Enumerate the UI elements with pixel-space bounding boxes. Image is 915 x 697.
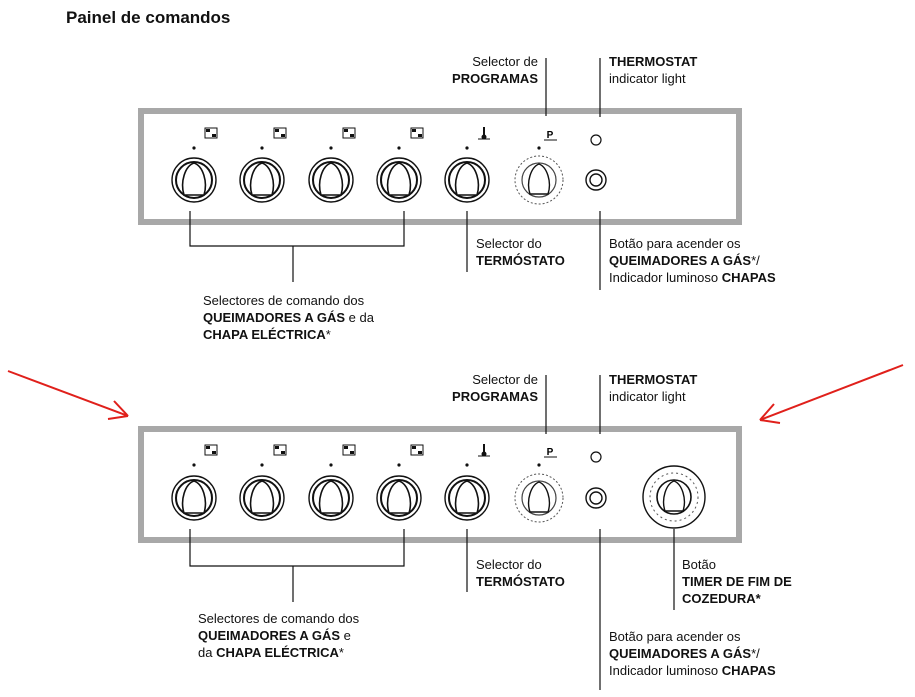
thermostat-indicator-label: THERMOSTAT indicator light (609, 54, 698, 86)
red-pointer-arrow-right (759, 364, 904, 424)
burner-selector-knob[interactable] (171, 157, 217, 203)
thermometer-icon (478, 127, 490, 140)
thermostat-indicator-light (590, 134, 602, 146)
thermostat-selector-knob[interactable] (444, 157, 490, 203)
leader-lines (189, 58, 601, 290)
burner-zone-icon (342, 444, 356, 456)
burner-zone-icon (204, 444, 218, 456)
ignition-button-label: Botão para acender os QUEIMADORES A GÁS*… (609, 236, 776, 285)
burner-selectors-label: Selectores de comando dos QUEIMADORES A … (198, 611, 360, 660)
thermostat-indicator-label: THERMOSTAT indicator light (609, 372, 698, 404)
thermostat-indicator-light (590, 451, 602, 463)
burner-selector-knob[interactable] (171, 475, 217, 521)
ignition-button[interactable] (585, 169, 607, 191)
program-icon: P (547, 447, 554, 458)
program-selector-knob[interactable] (514, 473, 564, 523)
ignition-button-label: Botão para acender os QUEIMADORES A GÁS*… (609, 629, 776, 678)
thermostat-selector-knob[interactable] (444, 475, 490, 521)
burner-selector-knob[interactable] (376, 157, 422, 203)
program-icon: P (547, 130, 554, 141)
page-title: Painel de comandos (66, 8, 231, 27)
leader-lines (189, 375, 675, 690)
burner-zone-icon (204, 127, 218, 139)
burner-zone-icon (273, 127, 287, 139)
burner-selector-knob[interactable] (376, 475, 422, 521)
burner-zone-icon (273, 444, 287, 456)
program-selector-label: Selector de PROGRAMAS (452, 372, 538, 404)
knob-position-dots (192, 463, 541, 467)
burner-selector-knob[interactable] (239, 157, 285, 203)
burner-selectors-label: Selectores de comando dos QUEIMADORES A … (203, 293, 374, 342)
end-of-cooking-timer-knob[interactable] (642, 465, 706, 529)
burner-zone-icon (410, 444, 424, 456)
thermostat-selector-label: Selector do TERMÓSTATO (476, 236, 565, 268)
knob-position-dots (192, 146, 541, 150)
burner-zone-icon (410, 127, 424, 139)
program-selector-label: Selector de PROGRAMAS (452, 54, 538, 86)
burner-zone-icon (342, 127, 356, 139)
burner-selector-knob[interactable] (308, 475, 354, 521)
thermometer-icon (478, 444, 490, 457)
timer-button-label: Botão TIMER DE FIM DE COZEDURA* (682, 557, 792, 606)
panel-1-frame (138, 108, 742, 225)
program-selector-knob[interactable] (514, 155, 564, 205)
thermostat-selector-label: Selector do TERMÓSTATO (476, 557, 565, 589)
panel-2-frame (138, 426, 742, 543)
red-pointer-arrow-left (7, 370, 129, 420)
ignition-button[interactable] (585, 487, 607, 509)
burner-selector-knob[interactable] (239, 475, 285, 521)
burner-selector-knob[interactable] (308, 157, 354, 203)
